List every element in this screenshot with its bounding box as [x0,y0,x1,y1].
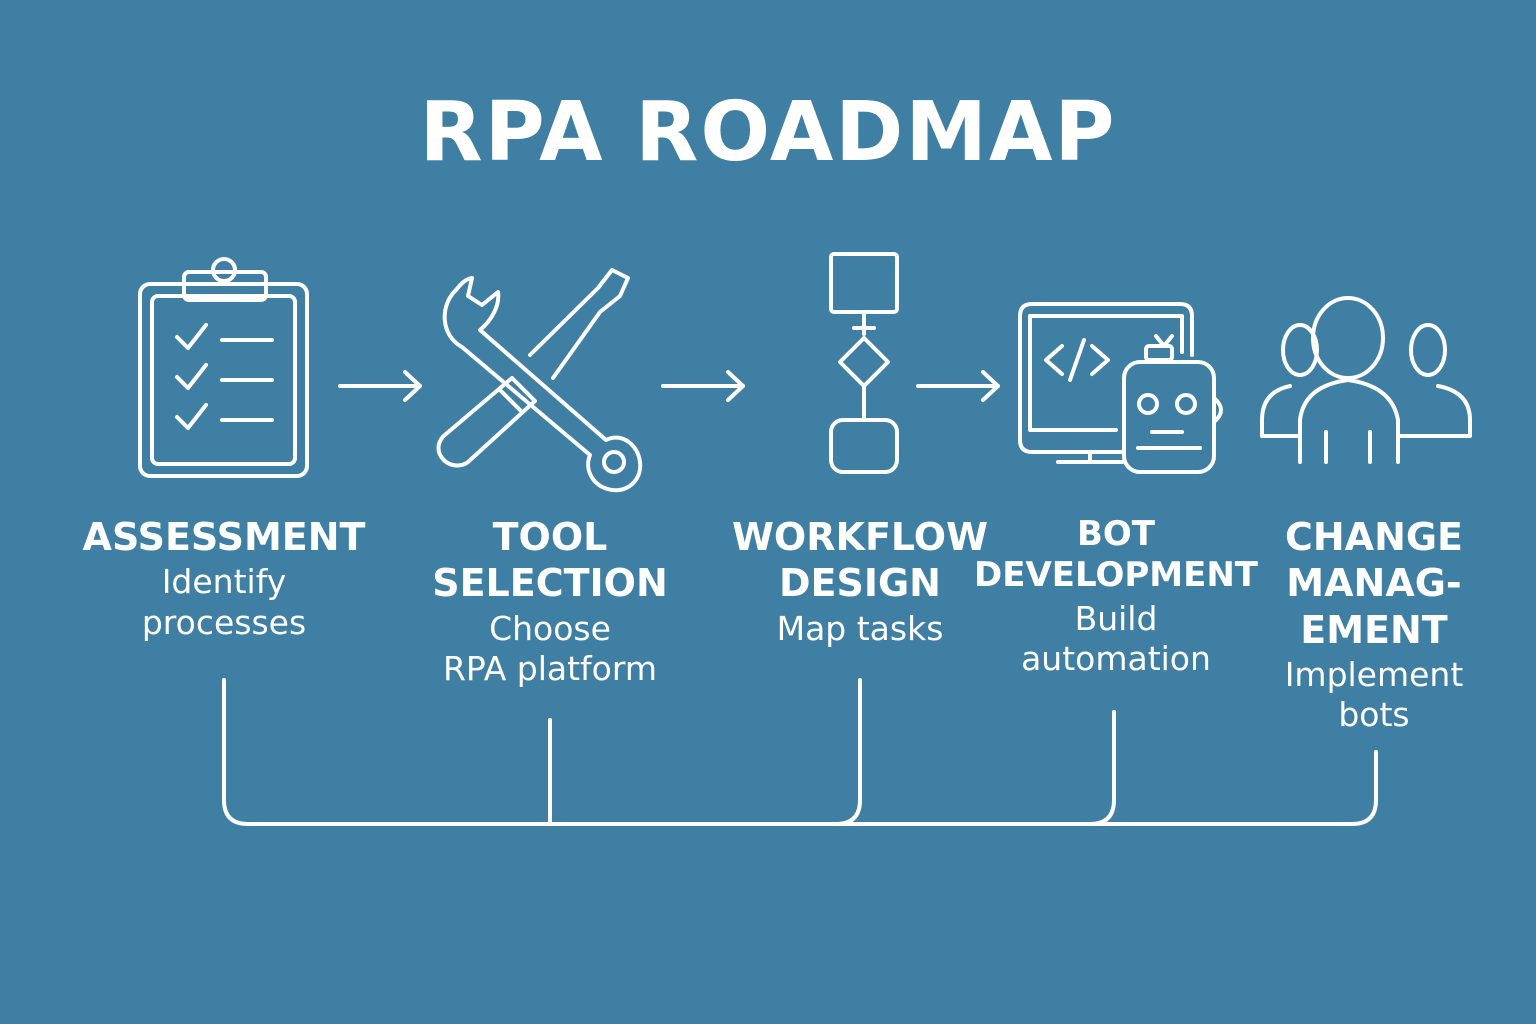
step-workflow-design: WORKFLOW DESIGN Map tasks [710,514,1010,649]
step-change-management: CHANGE MANAG- EMENT Implement bots [1236,514,1512,736]
step-bot-development: BOT DEVELOPMENT Build automation [966,514,1266,679]
wrench-screwdriver-icon [436,268,643,493]
arrow-right-icon [338,370,422,402]
arrow-right-icon [916,370,1000,402]
step-assessment: ASSESSMENT Identify processes [74,514,374,643]
timeline-connector [222,678,1378,826]
clipboard-checklist-icon [138,257,309,478]
step-description: Map tasks [776,608,944,648]
step-title: BOT DEVELOPMENT [974,514,1258,596]
step-description: Identify processes [141,562,307,642]
team-people-icon [1260,296,1472,464]
step-title: WORKFLOW DESIGN [732,515,988,606]
step-title: TOOL SELECTION [432,515,668,606]
step-title: CHANGE MANAG- EMENT [1284,515,1464,652]
step-description: Build automation [1021,598,1211,679]
step-title: ASSESSMENT [82,515,366,559]
flowchart-icon [829,252,899,474]
step-tool-selection: TOOL SELECTION Choose RPA platform [400,514,700,689]
step-description: Implement bots [1284,655,1464,735]
step-description: Choose RPA platform [442,608,657,688]
arrow-right-icon [661,370,745,402]
diagram-title: RPA ROADMAP [419,85,1117,180]
monitor-robot-icon [1018,302,1223,474]
